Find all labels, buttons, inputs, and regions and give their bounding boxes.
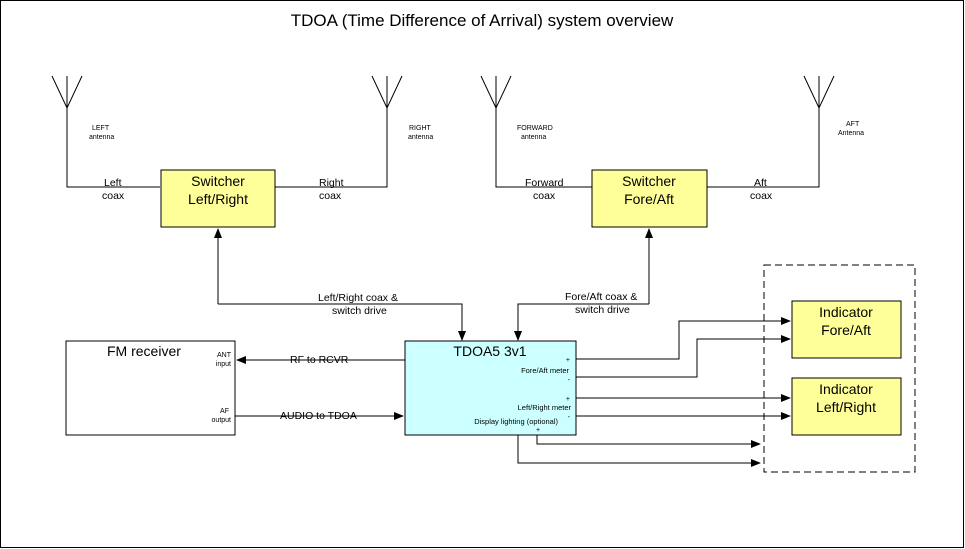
switcher-left-right-line1: Switcher bbox=[191, 173, 245, 189]
indicator-left-right: Indicator Left/Right bbox=[791, 377, 902, 436]
left-coax-label-2: coax bbox=[102, 190, 125, 202]
indicator-fore-aft-line1: Indicator bbox=[819, 304, 873, 320]
left-antenna: LEFT antenna bbox=[51, 75, 160, 188]
left-antenna-label-2: antenna bbox=[89, 134, 114, 141]
fore-aft-meter-connections bbox=[576, 317, 791, 378]
switcher-fore-aft-line2: Fore/Aft bbox=[624, 191, 674, 207]
fm-receiver-title: FM receiver bbox=[107, 343, 181, 359]
fm-receiver-af-label-1: AF bbox=[220, 408, 229, 415]
diagram-title: TDOA (Time Difference of Arrival) system… bbox=[291, 11, 674, 30]
forward-coax-label-2: coax bbox=[533, 190, 556, 202]
left-antenna-label-1: LEFT bbox=[92, 125, 110, 132]
audio-to-tdoa-label: AUDIO to TDOA bbox=[280, 410, 357, 422]
aft-coax-label-2: coax bbox=[750, 190, 773, 202]
fm-receiver-ant-label-2: input bbox=[216, 361, 231, 368]
forward-antenna-label-1: FORWARD bbox=[517, 125, 553, 132]
fm-receiver: FM receiver ANT input AF output bbox=[65, 340, 236, 436]
tdoa-unit-title: TDOA5 3v1 bbox=[453, 343, 526, 359]
fore-aft-drive-connection: Fore/Aft coax & switch drive bbox=[514, 228, 653, 341]
fore-aft-drive-label-2: switch drive bbox=[575, 304, 630, 316]
fm-receiver-af-label-2: output bbox=[212, 417, 232, 424]
fore-aft-meter-label: Fore/Aft meter bbox=[521, 366, 569, 375]
indicator-left-right-line1: Indicator bbox=[819, 381, 873, 397]
right-antenna-label-2: antenna bbox=[408, 134, 433, 141]
left-right-minus-pin: - bbox=[568, 414, 571, 421]
left-right-meter-connections bbox=[576, 394, 791, 420]
forward-coax-label-1: Forward bbox=[525, 177, 564, 189]
aft-antenna-label-1: AFT bbox=[846, 121, 860, 128]
right-coax-label-1: Right bbox=[319, 177, 344, 189]
left-right-drive-connection: Left/Right coax & switch drive bbox=[214, 228, 466, 341]
rf-to-receiver-label: RF to RCVR bbox=[290, 354, 349, 366]
left-right-drive-label-2: switch drive bbox=[332, 305, 387, 317]
left-right-drive-label-1: Left/Right coax & bbox=[318, 292, 398, 304]
display-lighting-label: Display lighting (optional) bbox=[474, 417, 558, 426]
audio-to-tdoa-connection: AUDIO to TDOA bbox=[235, 410, 404, 422]
switcher-left-right-line2: Left/Right bbox=[188, 191, 248, 207]
fore-aft-minus-pin: - bbox=[568, 377, 571, 384]
left-right-plus-pin: + bbox=[566, 396, 570, 403]
rf-to-receiver-connection: RF to RCVR bbox=[236, 354, 405, 366]
indicator-left-right-line2: Left/Right bbox=[816, 399, 876, 415]
indicator-fore-aft-line2: Fore/Aft bbox=[821, 322, 871, 338]
forward-antenna-label-2: antenna bbox=[521, 134, 546, 141]
aft-antenna: AFT Antenna bbox=[707, 75, 864, 188]
switcher-fore-aft-line1: Switcher bbox=[622, 173, 676, 189]
right-coax-label-2: coax bbox=[319, 190, 342, 202]
fore-aft-drive-label-1: Fore/Aft coax & bbox=[565, 291, 637, 303]
left-coax-label-1: Left bbox=[104, 177, 122, 189]
switcher-fore-aft: Switcher Fore/Aft bbox=[591, 169, 708, 228]
indicator-enclosure bbox=[763, 264, 916, 473]
aft-antenna-label-2: Antenna bbox=[838, 130, 864, 137]
fm-receiver-ant-label-1: ANT bbox=[217, 352, 232, 359]
right-antenna: RIGHT antenna bbox=[275, 75, 433, 188]
fore-aft-plus-pin: + bbox=[566, 357, 570, 364]
switcher-left-right: Switcher Left/Right bbox=[160, 169, 276, 228]
display-lighting-plus-pin: + bbox=[536, 427, 540, 434]
display-lighting-connections bbox=[517, 435, 761, 467]
right-antenna-label-1: RIGHT bbox=[409, 125, 432, 132]
indicator-fore-aft: Indicator Fore/Aft bbox=[791, 300, 902, 359]
tdoa-unit: TDOA5 3v1 + Fore/Aft meter - + Left/Righ… bbox=[404, 340, 577, 436]
forward-antenna: FORWARD antenna bbox=[480, 75, 592, 188]
aft-coax-label-1: Aft bbox=[754, 177, 767, 189]
left-right-meter-label: Left/Right meter bbox=[518, 403, 572, 412]
